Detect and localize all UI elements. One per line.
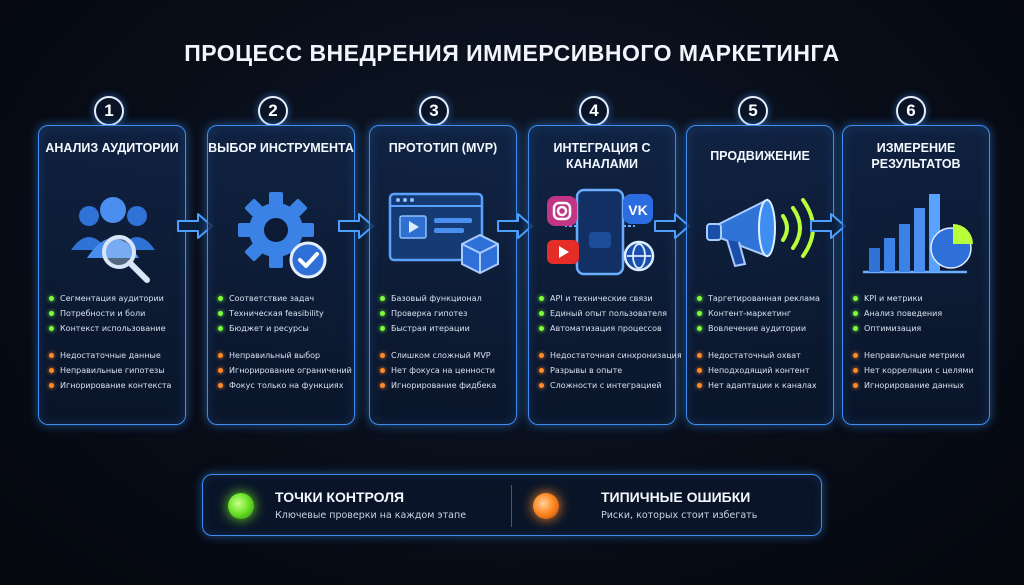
list-item: Недостаточные данные [49,348,184,363]
list-item: Техническая feasibility [218,306,353,321]
arrow-right-icon [496,212,534,240]
list-item: Анализ поведения [853,306,988,321]
step-2-errors: Неправильный выбор Игнорирование огранич… [218,348,353,393]
list-item: Быстрая итерации [380,321,515,336]
list-item: Контекст использование [49,321,184,336]
arrow-right-icon [176,212,214,240]
step-4-card: ИНТЕГРАЦИЯ С КАНАЛАМИ VK API и техническ… [528,125,682,425]
step-3-checks: Базовый функционал Проверка гипотез Быст… [380,291,515,336]
step-1-title: АНАЛИЗ АУДИТОРИИ [45,141,179,155]
list-item: Сегментация аудитории [49,291,184,306]
list-item: Неподходящий контент [697,363,832,378]
step-2-card: ВЫБОР ИНСТРУМЕНТА Соответ [207,125,355,425]
list-item: Игнорирование контекста [49,378,184,393]
arrow-right-icon [337,212,375,240]
list-item: Таргетированная реклама [697,291,832,306]
megaphone-icon [701,186,821,286]
list-item: Автоматизация процессов [539,321,674,336]
legend-checks-sub: Ключевые проверки на каждом этапе [275,510,467,521]
step-4-number: 4 [579,96,609,126]
legend-errors-title: ТИПИЧНЫЕ ОШИБКИ [601,489,751,505]
list-item: Игнорирование фидбека [380,378,515,393]
list-item: Единый опыт пользователя [539,306,674,321]
step-1-errors: Недостаточные данные Неправильные гипоте… [49,348,184,393]
list-item: Недостаточная синхронизация [539,348,682,363]
step-3-card: ПРОТОТИП (MVP) Базовый функционал Провер… [369,125,517,425]
arrow-right-icon [653,212,691,240]
step-6-number: 6 [896,96,926,126]
list-item: Недостаточный охват [697,348,832,363]
step-3-errors: Слишком сложный MVP Нет фокуса на ценнос… [380,348,515,393]
step-6-errors: Неправильные метрики Нет корреляции с це… [853,348,988,393]
step-6-title: ИЗМЕРЕНИЕ РЕЗУЛЬТАТОВ [871,141,961,171]
list-item: API и технические связи [539,291,674,306]
step-5-card: ПРОДВИЖЕНИЕ Таргетированная реклама Конт… [686,125,834,425]
step-5-checks: Таргетированная реклама Контент-маркетин… [697,291,832,336]
step-2-checks: Соответствие задач Техническая feasibili… [218,291,353,336]
step-2-title: ВЫБОР ИНСТРУМЕНТА [208,141,354,155]
step-4-errors: Недостаточная синхронизация Разрывы в оп… [539,348,682,393]
legend-errors-sub: Риски, которых стоит избегать [601,510,758,521]
list-item: KPI и метрики [853,291,988,306]
step-3-title: ПРОТОТИП (MVP) [388,141,498,155]
list-item: Фокус только на функциях [218,378,353,393]
step-5-title: ПРОДВИЖЕНИЕ [710,149,810,163]
step-6-card: ИЗМЕРЕНИЕ РЕЗУЛЬТАТОВ KPI и метрики Анал… [842,125,990,425]
step-3-number: 3 [419,96,449,126]
step-6-checks: KPI и метрики Анализ поведения Оптимизац… [853,291,988,336]
list-item: Оптимизация [853,321,988,336]
step-1-number: 1 [94,96,124,126]
legend: ТОЧКИ КОНТРОЛЯ Ключевые проверки на кажд… [202,474,822,536]
check-dot-icon [228,493,254,519]
legend-checks-title: ТОЧКИ КОНТРОЛЯ [275,489,405,505]
arrow-right-icon [809,212,847,240]
list-item: Игнорирование данных [853,378,988,393]
step-5-errors: Недостаточный охват Неподходящий контент… [697,348,832,393]
list-item: Нет фокуса на ценности [380,363,515,378]
list-item: Неправильные метрики [853,348,988,363]
list-item: Проверка гипотез [380,306,515,321]
step-4-title: ИНТЕГРАЦИЯ С КАНАЛАМИ [553,141,651,171]
step-1-card: АНАЛИЗ АУДИТОРИИ Сегментация аудитории П… [38,125,186,425]
list-item: Бюджет и ресурсы [218,321,353,336]
step-4-checks: API и технические связи Единый опыт поль… [539,291,674,336]
list-item: Неправильный выбор [218,348,353,363]
step-1-checks: Сегментация аудитории Потребности и боли… [49,291,184,336]
browser-cube-icon [384,186,504,286]
phone-social-icon: VK [543,186,663,286]
list-item: Неправильные гипотезы [49,363,184,378]
list-item: Нет корреляции с целями [853,363,988,378]
audience-search-icon [53,186,173,286]
list-item: Контент-маркетинг [697,306,832,321]
list-item: Игнорирование ограничений [218,363,353,378]
svg-text:VK: VK [628,202,647,218]
list-item: Сложности с интеграцией [539,378,674,393]
gear-check-icon [222,186,342,286]
list-item: Соответствие задач [218,291,353,306]
error-dot-icon [533,493,559,519]
step-2-number: 2 [258,96,288,126]
list-item: Потребности и боли [49,306,184,321]
list-item: Базовый функционал [380,291,515,306]
legend-divider [511,485,512,527]
list-item: Вовлечение аудитории [697,321,832,336]
bar-pie-chart-icon [857,186,977,286]
step-5-number: 5 [738,96,768,126]
page-title: ПРОЦЕСС ВНЕДРЕНИЯ ИММЕРСИВНОГО МАРКЕТИНГ… [184,40,840,66]
list-item: Слишком сложный MVP [380,348,515,363]
list-item: Нет адаптации к каналах [697,378,832,393]
list-item: Разрывы в опыте [539,363,674,378]
